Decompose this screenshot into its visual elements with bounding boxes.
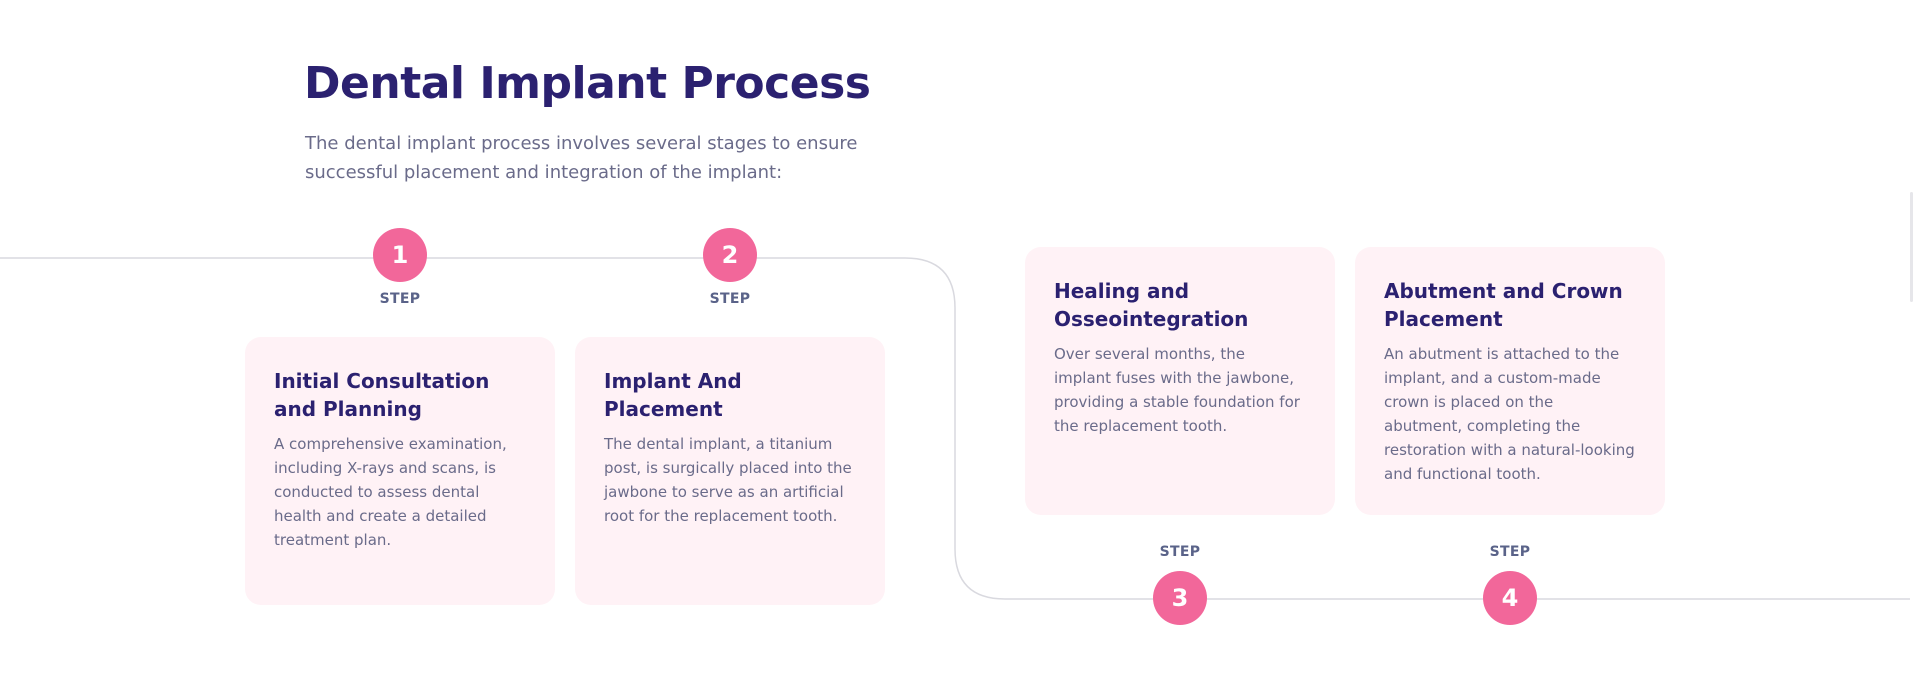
step-2-label: STEP — [709, 291, 751, 307]
step-1-number: 1 — [391, 241, 409, 269]
page-scrollbar-thumb[interactable] — [1910, 192, 1913, 302]
step-4-number: 4 — [1501, 584, 1519, 612]
step-1-card: Initial Consultation and Planning A comp… — [245, 337, 555, 605]
step-1-label: STEP — [379, 291, 421, 307]
page-subtitle: The dental implant process involves seve… — [305, 133, 858, 183]
step-2-number-badge: 2 — [703, 228, 757, 282]
page-title: Dental Implant Process — [304, 58, 871, 109]
step-4-label: STEP — [1489, 544, 1531, 560]
step-3-label: STEP — [1159, 544, 1201, 560]
step-4-title: Abutment and Crown Placement — [1384, 279, 1623, 331]
step-4-number-badge: 4 — [1483, 571, 1537, 625]
step-3-card: Healing and Osseointegration Over severa… — [1025, 247, 1335, 515]
step-2-title: Implant And Placement — [604, 369, 742, 421]
step-2-card: Implant And Placement The dental implant… — [575, 337, 885, 605]
step-3-description: Over several months, the implant fuses w… — [1054, 345, 1300, 435]
step-4-description: An abutment is attached to the implant, … — [1384, 345, 1635, 483]
step-2-number: 2 — [721, 241, 739, 269]
step-4-card: Abutment and Crown Placement An abutment… — [1355, 247, 1665, 515]
step-3-number-badge: 3 — [1153, 571, 1207, 625]
step-2-description: The dental implant, a titanium post, is … — [604, 435, 852, 525]
step-3-number: 3 — [1171, 584, 1189, 612]
step-1-description: A comprehensive examination, including X… — [274, 435, 507, 549]
step-3-title: Healing and Osseointegration — [1054, 279, 1249, 331]
step-1-title: Initial Consultation and Planning — [274, 369, 490, 421]
step-1-number-badge: 1 — [373, 228, 427, 282]
